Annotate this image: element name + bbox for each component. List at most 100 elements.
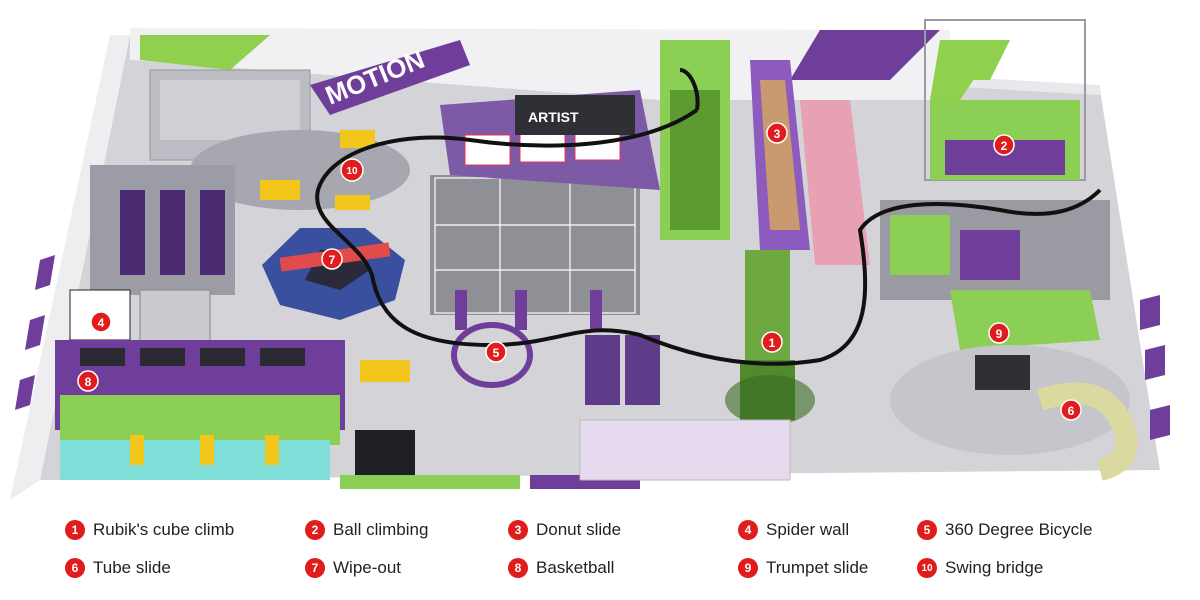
svg-text:2: 2 — [1001, 139, 1008, 153]
legend-label: Tube slide — [93, 558, 171, 577]
trampoline-lane-2 — [160, 190, 185, 275]
route-line-top — [679, 68, 700, 111]
svg-text:1: 1 — [769, 336, 776, 350]
donut-slide-yellow — [760, 80, 800, 230]
wall-stripe-green — [140, 35, 270, 70]
legend-badge: 3 — [508, 520, 528, 540]
legend-badge: 7 — [305, 558, 325, 578]
play-structure-deck — [890, 215, 950, 275]
front-soft-block — [360, 360, 410, 382]
trumpet-slide-screen — [975, 355, 1030, 390]
basketball-mat-2 — [140, 348, 185, 366]
right-fin-2 — [1145, 345, 1165, 380]
back-wall-panel — [130, 28, 950, 100]
marker-1: 1 — [761, 331, 783, 353]
artist-wall — [515, 95, 635, 135]
left-fin-3 — [15, 375, 35, 410]
artist-sign: ARTIST — [528, 109, 579, 125]
legend-label: Ball climbing — [333, 520, 429, 539]
marker-7: 7 — [321, 248, 343, 270]
ninja-post-2 — [515, 290, 527, 330]
trampoline-lane-1 — [120, 190, 145, 275]
basketball-mat-4 — [260, 348, 305, 366]
legend: 1 Rubik's cube climb 2 Ball climbing 3 D… — [0, 505, 1200, 600]
wall-stripe-purple — [310, 40, 470, 115]
legend-badge: 8 — [508, 558, 528, 578]
left-wall — [10, 35, 130, 500]
legend-label: Spider wall — [766, 520, 850, 539]
legend-item-spider-wall: 4 Spider wall — [738, 517, 849, 543]
route-line — [315, 108, 1102, 366]
checker-floor — [355, 430, 415, 475]
legend-badge: 4 — [738, 520, 758, 540]
soft-block-yellow — [260, 180, 300, 200]
spider-wall-board — [139, 289, 211, 346]
svg-text:3: 3 — [774, 127, 781, 141]
marker-2: 2 — [993, 134, 1015, 156]
right-fin-1 — [1140, 295, 1160, 330]
svg-text:8: 8 — [85, 375, 92, 389]
legend-label: 360 Degree Bicycle — [945, 520, 1093, 539]
right-fin-3 — [1150, 405, 1170, 440]
ninja-course-frame — [434, 177, 636, 314]
yellow-pad-1 — [130, 435, 144, 465]
floor-strip-green — [340, 475, 520, 489]
legend-label: Donut slide — [536, 520, 622, 539]
legend-item-basketball: 8 Basketball — [508, 555, 614, 581]
legend-item-trumpet-slide: 9 Trumpet slide — [738, 555, 868, 581]
park-layout-illustration: MOTION ARTIST — [10, 19, 1170, 500]
ball-pit-left — [190, 130, 410, 210]
legend-item-tube-slide: 6 Tube slide — [65, 555, 171, 581]
ball-pit-right — [890, 345, 1130, 455]
marker-9: 9 — [988, 322, 1010, 344]
marker-6: 6 — [1060, 399, 1082, 421]
svg-text:9: 9 — [996, 327, 1003, 341]
ninja-post-1 — [455, 290, 467, 330]
wall-stripe-purple-2 — [790, 30, 940, 80]
legend-label: Basketball — [536, 558, 615, 577]
yellow-pad-3 — [265, 435, 279, 465]
trampoline-lane-3 — [200, 190, 225, 275]
svg-text:5: 5 — [493, 346, 500, 360]
ball-climbing-stripe — [930, 40, 1000, 100]
legend-item-rubiks-cube-climb: 1 Rubik's cube climb — [65, 517, 234, 543]
legend-label: Trumpet slide — [766, 558, 869, 577]
legend-label: Wipe-out — [333, 558, 402, 577]
left-fin-2 — [35, 255, 55, 290]
rubiks-cube-pad — [725, 375, 815, 425]
arcade-room — [579, 419, 791, 481]
legend-item-wipe-out: 7 Wipe-out — [305, 555, 401, 581]
marker-10: 10 — [340, 158, 364, 182]
marker-4: 4 — [90, 311, 112, 333]
legend-item-ball-climbing: 2 Ball climbing — [305, 517, 428, 543]
legend-badge: 1 — [65, 520, 85, 540]
soft-block-yellow-2 — [340, 130, 375, 148]
bicycle-ring — [451, 322, 533, 388]
marker-3: 3 — [766, 122, 788, 144]
arcade-booth-2 — [625, 335, 660, 405]
basketball-mat-1 — [80, 348, 125, 366]
ninja-post-3 — [590, 290, 602, 330]
svg-text:6: 6 — [1068, 404, 1075, 418]
play-structure-deck-2 — [960, 230, 1020, 280]
soft-block-yellow-3 — [335, 195, 370, 210]
left-fin-1 — [25, 315, 45, 350]
svg-text:4: 4 — [98, 316, 105, 330]
legend-item-swing-bridge: 10 Swing bridge — [917, 555, 1043, 581]
arcade-booth-1 — [585, 335, 620, 405]
yellow-pad-2 — [200, 435, 214, 465]
svg-text:10: 10 — [346, 166, 358, 177]
spider-wall-panel — [160, 80, 300, 140]
marker-8: 8 — [77, 370, 99, 392]
legend-badge: 2 — [305, 520, 325, 540]
legend-label: Swing bridge — [945, 558, 1044, 577]
legend-item-donut-slide: 3 Donut slide — [508, 517, 621, 543]
basketball-mat-3 — [200, 348, 245, 366]
legend-badge: 6 — [65, 558, 85, 578]
legend-badge: 5 — [917, 520, 937, 540]
legend-badge: 10 — [917, 558, 937, 578]
svg-text:7: 7 — [329, 253, 336, 267]
tube-slide — [1036, 382, 1138, 481]
legend-item-360-degree-bicycle: 5 360 Degree Bicycle — [917, 517, 1092, 543]
legend-badge: 9 — [738, 558, 758, 578]
